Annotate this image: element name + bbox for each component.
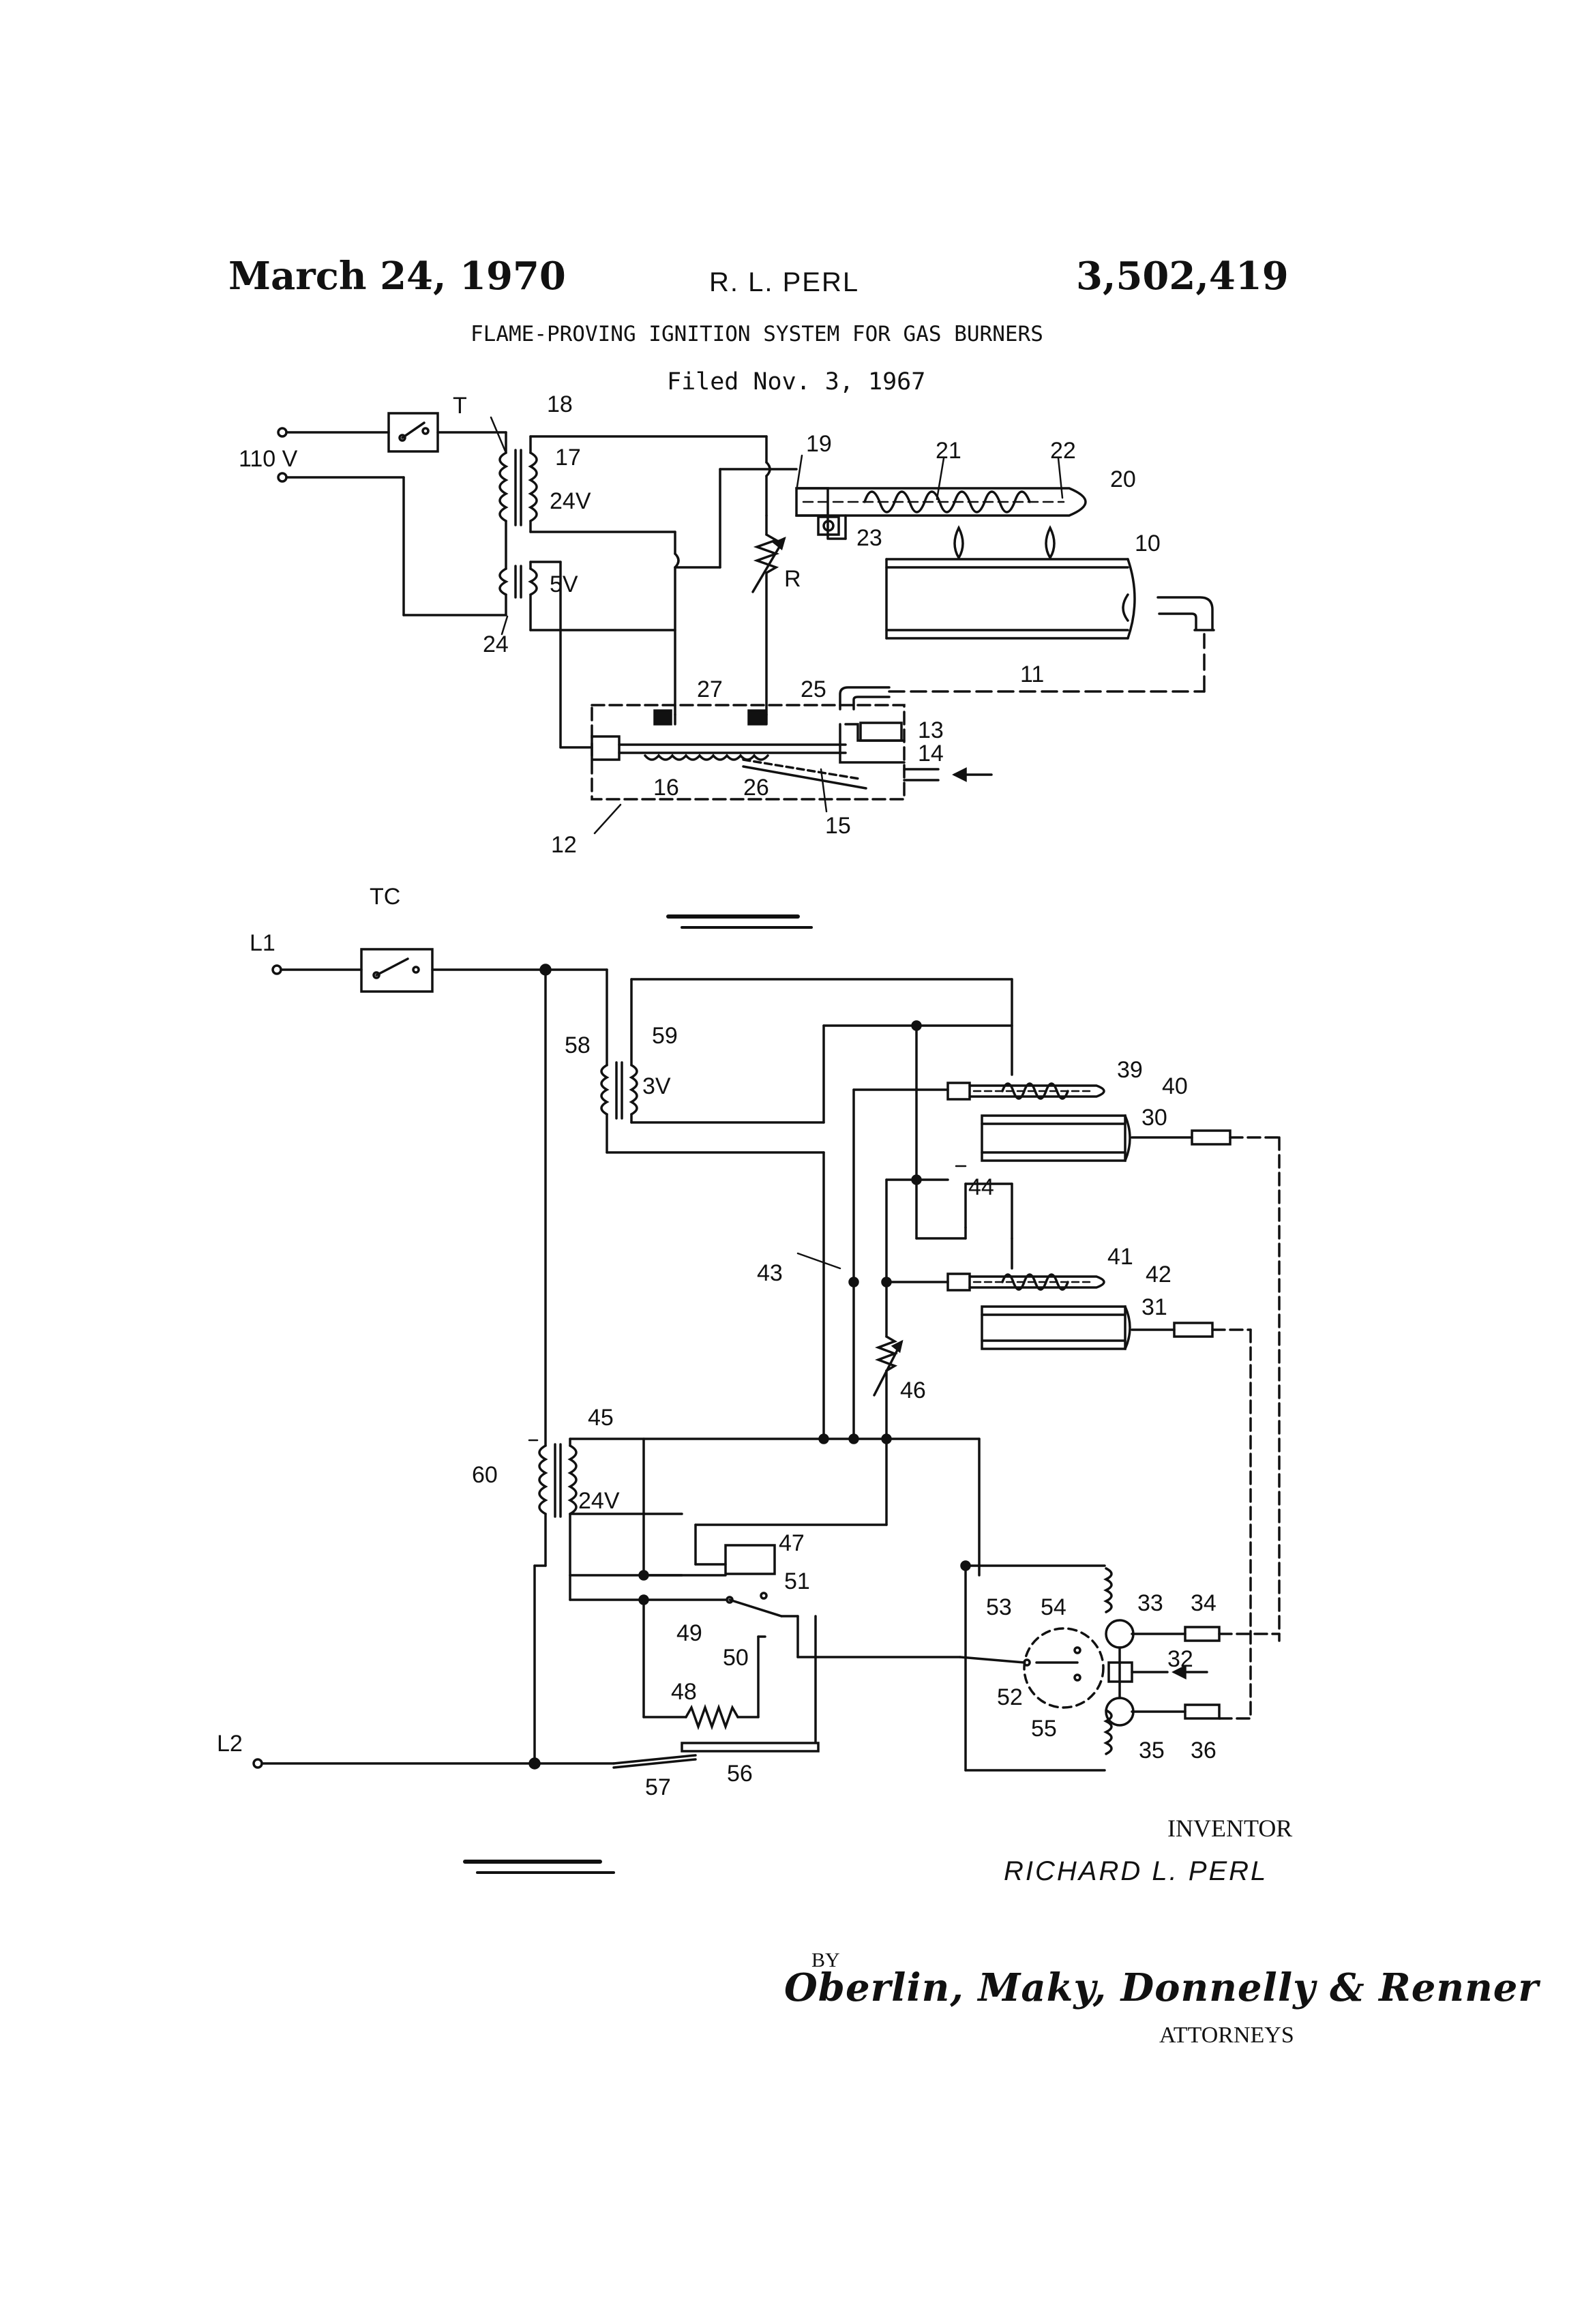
patent-number: 3,502,419 (1076, 254, 1289, 299)
label-TC: TC (370, 884, 400, 910)
attorneys-label: ATTORNEYS (1159, 2023, 1294, 2049)
label-45: 45 (588, 1405, 614, 1431)
label-44: 44 (968, 1174, 994, 1200)
transformer-24 (500, 566, 537, 597)
heater-48 (686, 1708, 738, 1727)
label-18: 18 (547, 391, 573, 417)
label-47: 47 (779, 1530, 805, 1556)
label-L1: L1 (250, 930, 275, 956)
patent-date: March 24, 1970 (228, 254, 566, 299)
label-35: 35 (1139, 1738, 1165, 1763)
label-40: 40 (1162, 1073, 1188, 1099)
patent-title: FLAME-PROVING IGNITION SYSTEM FOR GAS BU… (471, 322, 1043, 346)
label-19: 19 (806, 431, 832, 457)
bimetal-56 (682, 1743, 818, 1751)
label-33: 33 (1137, 1590, 1163, 1616)
label-3v: 3V (642, 1073, 671, 1099)
label-50: 50 (723, 1645, 749, 1671)
inventor-short: R. L. PERL (709, 267, 859, 298)
label-12: 12 (551, 832, 577, 858)
burner-31 (982, 1307, 1251, 1718)
fig1-circuit (278, 413, 1214, 833)
transformer-18 (500, 450, 537, 569)
label-49: 49 (676, 1620, 702, 1646)
label-32: 32 (1167, 1646, 1193, 1672)
label-L2: L2 (217, 1731, 243, 1757)
label-11: 11 (1020, 661, 1044, 687)
flame-switch-53 (1024, 1628, 1103, 1708)
label-13: 13 (918, 717, 944, 743)
igniter-40 (948, 1083, 1104, 1099)
variable-resistor-46 (878, 1337, 895, 1371)
label-34: 34 (1191, 1590, 1217, 1616)
label-30: 30 (1141, 1105, 1167, 1131)
label-24v-fig2: 24V (578, 1488, 620, 1514)
supply-terminal-top (278, 428, 286, 436)
label-24: 24 (483, 631, 509, 657)
label-T: T (453, 393, 467, 419)
label-27: 27 (697, 676, 723, 702)
fig1-labels: 110 V T 18 17 24V 19 21 22 20 23 10 R 5V… (239, 391, 1161, 858)
label-42: 42 (1146, 1262, 1171, 1287)
thermostat-TC (361, 949, 432, 992)
label-26: 26 (743, 775, 769, 801)
label-48: 48 (671, 1679, 697, 1705)
label-46: 46 (900, 1377, 926, 1403)
burner-10 (886, 528, 1214, 638)
transformer-60 (539, 1444, 576, 1517)
inventor-label: INVENTOR (1167, 1814, 1292, 1843)
filed-date: Filed Nov. 3, 1967 (667, 368, 925, 396)
inventor-name: RICHARD L. PERL (1004, 1856, 1268, 1887)
label-16: 16 (653, 775, 679, 801)
supply-terminal-bottom (278, 473, 286, 481)
transformer-58 (601, 1062, 824, 1439)
label-58: 58 (565, 1032, 591, 1058)
fig2-caption-mark (465, 1862, 614, 1873)
attorney-signature: Oberlin, Maky, Donnelly & Renner (784, 1965, 1539, 2010)
label-R: R (784, 566, 801, 592)
label-110v: 110 V (239, 446, 298, 472)
valve-33 (1106, 1620, 1133, 1648)
label-43: 43 (757, 1260, 783, 1286)
label-56: 56 (727, 1761, 753, 1787)
label-5v: 5V (550, 571, 578, 597)
thermostat-switch (389, 413, 438, 451)
label-20: 20 (1110, 466, 1136, 492)
solenoid-33-coil (1106, 1568, 1111, 1612)
label-60: 60 (472, 1462, 498, 1488)
igniter-assembly (796, 488, 1086, 539)
label-10: 10 (1135, 531, 1161, 556)
label-14: 14 (918, 741, 944, 766)
label-24v: 24V (550, 488, 591, 514)
fig1-caption-mark (668, 917, 811, 927)
label-57: 57 (645, 1774, 671, 1800)
label-39: 39 (1117, 1057, 1143, 1083)
label-53: 53 (986, 1594, 1012, 1620)
label-41: 41 (1107, 1244, 1133, 1270)
label-21: 21 (936, 438, 961, 464)
burner-30 (982, 1116, 1279, 1641)
label-52: 52 (997, 1684, 1023, 1710)
label-15: 15 (825, 813, 851, 839)
label-36: 36 (1191, 1738, 1217, 1763)
label-23: 23 (856, 525, 882, 551)
label-55: 55 (1031, 1716, 1057, 1742)
label-17: 17 (555, 445, 581, 471)
label-51: 51 (784, 1568, 810, 1594)
igniter-42 (948, 1274, 1104, 1290)
label-59: 59 (652, 1023, 678, 1049)
label-25: 25 (801, 676, 826, 702)
relay-47 (726, 1545, 775, 1574)
label-54: 54 (1041, 1594, 1066, 1620)
label-31: 31 (1141, 1294, 1167, 1320)
label-22: 22 (1050, 438, 1076, 464)
